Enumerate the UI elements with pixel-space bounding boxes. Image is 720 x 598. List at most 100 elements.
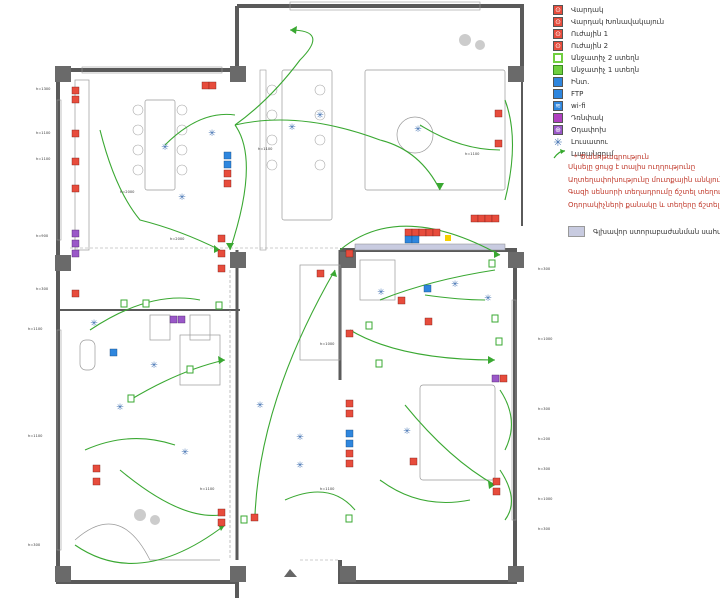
legend-item-waterproof-socket: ⊙ Վարդակ Խոնավակայուն — [553, 16, 664, 28]
internet-socket-icon — [553, 77, 563, 87]
wifi-icon: ≋ — [553, 101, 563, 111]
svg-text:✳: ✳ — [208, 129, 216, 139]
svg-text:✳: ✳ — [161, 143, 169, 153]
wiring-arrow-icon — [553, 149, 566, 159]
entrance-arrow — [284, 569, 297, 577]
svg-text:h=2000: h=2000 — [170, 237, 185, 241]
svg-text:✳: ✳ — [296, 433, 304, 443]
note-line: Օդորակիչների քանակը և տեղերը ճշտել տեղու… — [568, 200, 720, 209]
ventilation-icon: ⊕ — [553, 125, 563, 135]
notes-title: * Ծանոթագրություն — [574, 153, 649, 161]
switches — [120, 259, 503, 524]
legend-label: Լարանցում — [571, 150, 614, 158]
legend-label: Ուժային 2 — [571, 42, 609, 50]
legend-label: Օդափոխ — [571, 126, 607, 134]
legend-item-ftp: FTP — [553, 88, 583, 100]
svg-text:h=1100: h=1100 — [36, 157, 51, 161]
svg-text:✳: ✳ — [256, 401, 264, 411]
legend-label: Վարդակ — [571, 6, 604, 14]
legend-label: Դռնփակ — [571, 114, 604, 122]
zone-label: Գլխավոր ստորաբաժանման սահմաններ — [593, 227, 720, 236]
data-sockets — [109, 151, 432, 448]
svg-text:✳: ✳ — [484, 294, 492, 304]
legend-label: Լուսատու — [571, 138, 608, 146]
svg-text:h=2000: h=2000 — [120, 190, 135, 194]
svg-text:✳: ✳ — [316, 111, 324, 121]
svg-text:✳: ✳ — [150, 361, 158, 371]
svg-text:h=1100: h=1100 — [258, 147, 273, 151]
svg-text:h=1100: h=1100 — [28, 327, 43, 331]
legend-item-power-1: ⊙ Ուժային 1 — [553, 28, 608, 40]
legend-item-ventilation: ⊕ Օդափոխ — [553, 124, 606, 136]
legend-label: Ինտ. — [571, 78, 590, 86]
plants — [134, 34, 485, 525]
svg-text:✳: ✳ — [403, 427, 411, 437]
light-fixtures: ✳ ✳ ✳ ✳ ✳ ✳ ✳ ✳ ✳ ✳ ✳ ✳ ✳ ✳ ✳ ✳ ✳ — [90, 111, 492, 471]
svg-text:h=1100: h=1100 — [465, 152, 480, 156]
legend-item-door-lock: Դռնփակ — [553, 112, 603, 124]
windows — [56, 1, 517, 551]
svg-text:h=300: h=300 — [538, 527, 551, 531]
svg-text:✳: ✳ — [178, 193, 186, 203]
svg-text:h=300: h=300 — [28, 543, 41, 547]
note-line: Գազի սենսորի տեղադրումը ճշտել տեղում — [568, 188, 720, 196]
legend-item-switch-1: Անջատիչ 1 ստեղն — [553, 64, 639, 76]
svg-text:h=1300: h=1300 — [36, 87, 51, 91]
legend-label: Ուժային 1 — [571, 30, 609, 38]
power-socket-2-icon: ⊙ — [553, 41, 563, 51]
ventilation-units — [71, 229, 500, 383]
svg-text:h=1100: h=1100 — [320, 487, 335, 491]
svg-text:✳: ✳ — [181, 448, 189, 458]
svg-text:h=200: h=200 — [538, 437, 551, 441]
gas-sensor-marker — [445, 235, 451, 241]
wiring-arrows — [214, 26, 500, 531]
legend-label: Վարդակ Խոնավակայուն — [571, 18, 665, 26]
ftp-socket-icon — [553, 89, 563, 99]
svg-text:h=1100: h=1100 — [200, 487, 215, 491]
svg-text:h=300: h=300 — [36, 287, 49, 291]
socket-icon: ⊙ — [553, 5, 563, 15]
svg-text:h=300: h=300 — [538, 467, 551, 471]
svg-text:h=1100: h=1100 — [28, 434, 43, 438]
svg-text:h=1000: h=1000 — [538, 337, 553, 341]
sockets — [71, 81, 508, 527]
svg-text:✳: ✳ — [288, 123, 296, 133]
legend-item-wifi: ≋ wi-fi — [553, 100, 586, 112]
wiring — [74, 29, 513, 564]
partition-lines — [70, 247, 340, 561]
legend-item-light: ✳ Լուսատու — [553, 135, 608, 149]
zone-legend: Գլխավոր ստորաբաժանման սահմաններ — [568, 226, 720, 237]
walls — [56, 4, 524, 598]
legend-label: Անջատիչ 2 ստեղն — [571, 54, 640, 62]
note-line: Սկսելը ցույց է տալիս ուղղությունը — [568, 163, 696, 171]
switch-1-key-icon — [553, 65, 563, 75]
switch-2-key-icon — [553, 53, 563, 63]
zone-swatch — [568, 226, 585, 237]
notes: * Ծանոթագրություն Սկսելը ցույց է տալիս ո… — [568, 153, 720, 211]
svg-text:h=300: h=300 — [538, 267, 551, 271]
light-fixture-icon: ✳ — [553, 135, 563, 149]
plan-annotations: h=1300 h=1100 h=1100 h=900 h=300 h=1100 … — [28, 87, 553, 547]
svg-text:h=1000: h=1000 — [320, 342, 335, 346]
waterproof-socket-icon: ⊙ — [553, 17, 563, 27]
power-socket-1-icon: ⊙ — [553, 29, 563, 39]
zone-boundary — [354, 243, 506, 251]
legend-item-internet: Ինտ. — [553, 76, 589, 88]
svg-text:✳: ✳ — [451, 280, 459, 290]
svg-text:✳: ✳ — [116, 403, 124, 413]
legend-label: wi-fi — [571, 102, 586, 110]
svg-text:h=1100: h=1100 — [36, 131, 51, 135]
svg-text:✳: ✳ — [377, 288, 385, 298]
legend-item-switch-2: Անջատիչ 2 ստեղն — [553, 52, 639, 64]
legend-item-socket: ⊙ Վարդակ — [553, 4, 603, 16]
legend-item-wiring: Լարանցում — [553, 148, 614, 160]
svg-text:h=300: h=300 — [538, 407, 551, 411]
door-lock-icon — [553, 113, 563, 123]
columns — [55, 66, 524, 582]
legend-item-power-2: ⊙ Ուժային 2 — [553, 40, 608, 52]
chairs — [132, 84, 326, 176]
svg-text:✳: ✳ — [90, 319, 98, 329]
svg-text:✳: ✳ — [296, 461, 304, 471]
svg-text:h=1000: h=1000 — [538, 497, 553, 501]
